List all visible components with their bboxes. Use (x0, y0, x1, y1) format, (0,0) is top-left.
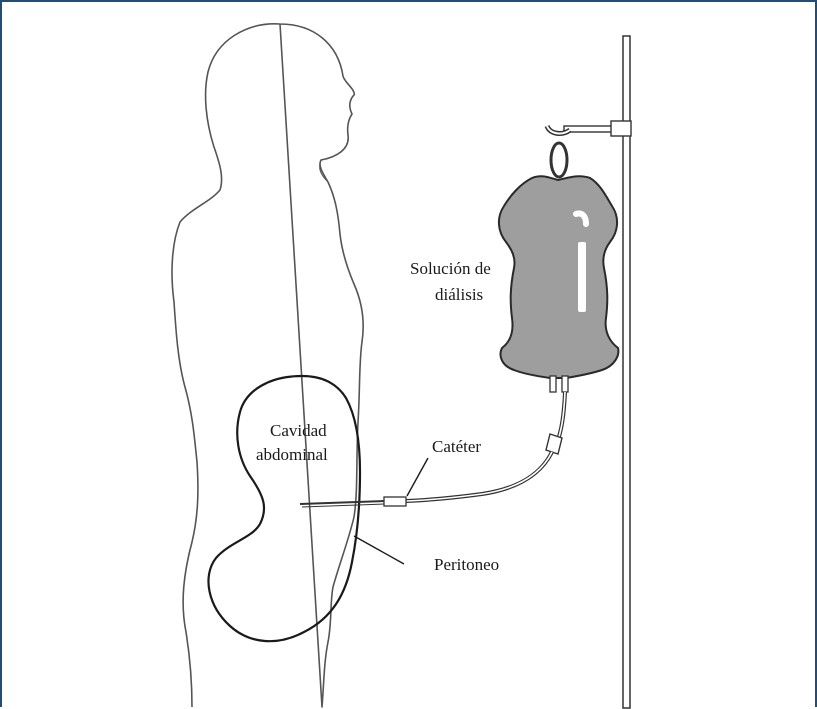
label-peritoneum: Peritoneo (434, 555, 499, 574)
tube-connector (546, 434, 562, 454)
label-solution-line2: diálisis (435, 285, 483, 304)
label-cavity-line1: Cavidad (270, 421, 327, 440)
hanger-arm (564, 126, 612, 132)
label-solution-line1: Solución de (410, 259, 491, 278)
hanger-clamp (611, 121, 631, 136)
label-cavity-line2: abdominal (256, 445, 328, 464)
catheter-clamp (384, 497, 406, 506)
catheter-inserted (300, 501, 384, 504)
peritoneum-outline (208, 376, 360, 641)
dialysis-bag (499, 176, 618, 378)
label-catheter: Catéter (432, 437, 481, 456)
catheter-leader (407, 458, 428, 496)
bag-port-left (550, 376, 556, 392)
peritoneum-leader (354, 536, 404, 564)
iv-pole (623, 36, 630, 708)
bag-port-right (562, 376, 568, 392)
bag-ring (551, 143, 567, 177)
bag-highlight-bar (578, 242, 586, 312)
